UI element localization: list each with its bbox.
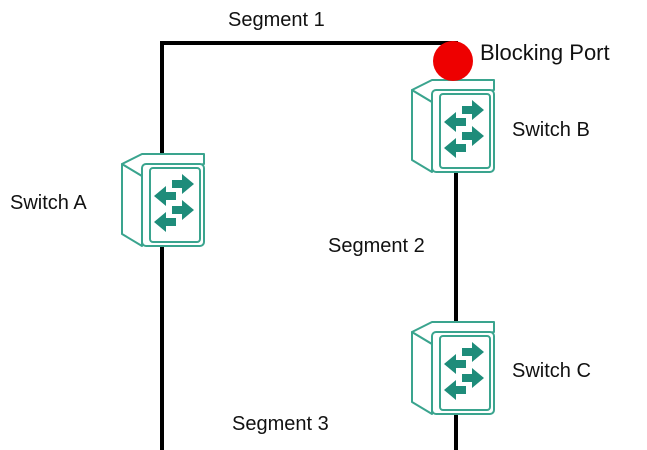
segment-3-label: Segment 3 (232, 413, 329, 435)
segment-2-label: Segment 2 (328, 235, 425, 257)
blocking-port-dot-icon (433, 41, 473, 81)
network-switch-icon (121, 153, 205, 247)
segment-1-link (160, 41, 458, 450)
switch-b (411, 79, 495, 173)
network-switch-icon (411, 79, 495, 173)
blocking-port-label: Blocking Port (480, 40, 610, 65)
segment-1-label: Segment 1 (228, 9, 325, 31)
switch-b-label: Switch B (512, 119, 590, 141)
switch-c (411, 321, 495, 415)
network-switch-icon (411, 321, 495, 415)
switch-a (121, 153, 205, 247)
switch-a-label: Switch A (10, 192, 87, 214)
switch-c-label: Switch C (512, 360, 591, 382)
